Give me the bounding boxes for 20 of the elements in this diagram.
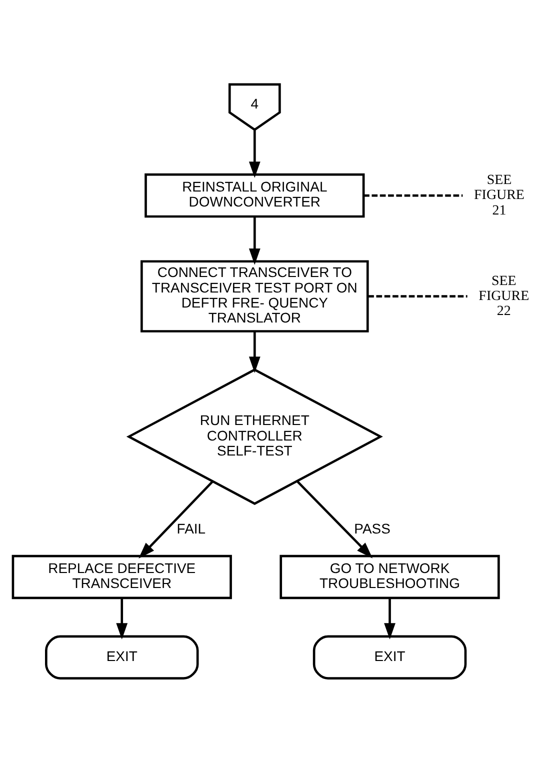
edge-label: FAIL <box>176 520 206 536</box>
node-text: SEE FIGURE 21 <box>474 173 524 218</box>
arrow <box>248 130 260 178</box>
node-box: EXIT <box>45 635 199 680</box>
connector <box>368 295 468 298</box>
node-box: GO TO NETWORK TROUBLESHOOTING <box>280 554 500 600</box>
node-diamond: RUN ETHERNET CONTROLLER SELF-TEST <box>126 368 383 505</box>
node-box: EXIT <box>312 635 467 680</box>
arrow <box>116 598 128 640</box>
edge-label: PASS <box>354 520 390 536</box>
node-box: REPLACE DEFECTIVE TRANSCEIVER <box>12 554 232 600</box>
node-box: REINSTALL ORIGINAL DOWNCONVERTER <box>144 173 365 218</box>
node-text: SEE FIGURE 22 <box>478 274 530 320</box>
arrow <box>248 216 260 265</box>
arrow <box>384 598 396 640</box>
arrow <box>248 332 260 373</box>
node-box: CONNECT TRANSCEIVER TO TRANSCEIVER TEST PORT ON DEFTR FRE- QUENCY TRANSLATOR <box>140 260 369 332</box>
arrow <box>296 480 373 558</box>
connector <box>364 194 463 197</box>
arrow <box>138 480 214 558</box>
